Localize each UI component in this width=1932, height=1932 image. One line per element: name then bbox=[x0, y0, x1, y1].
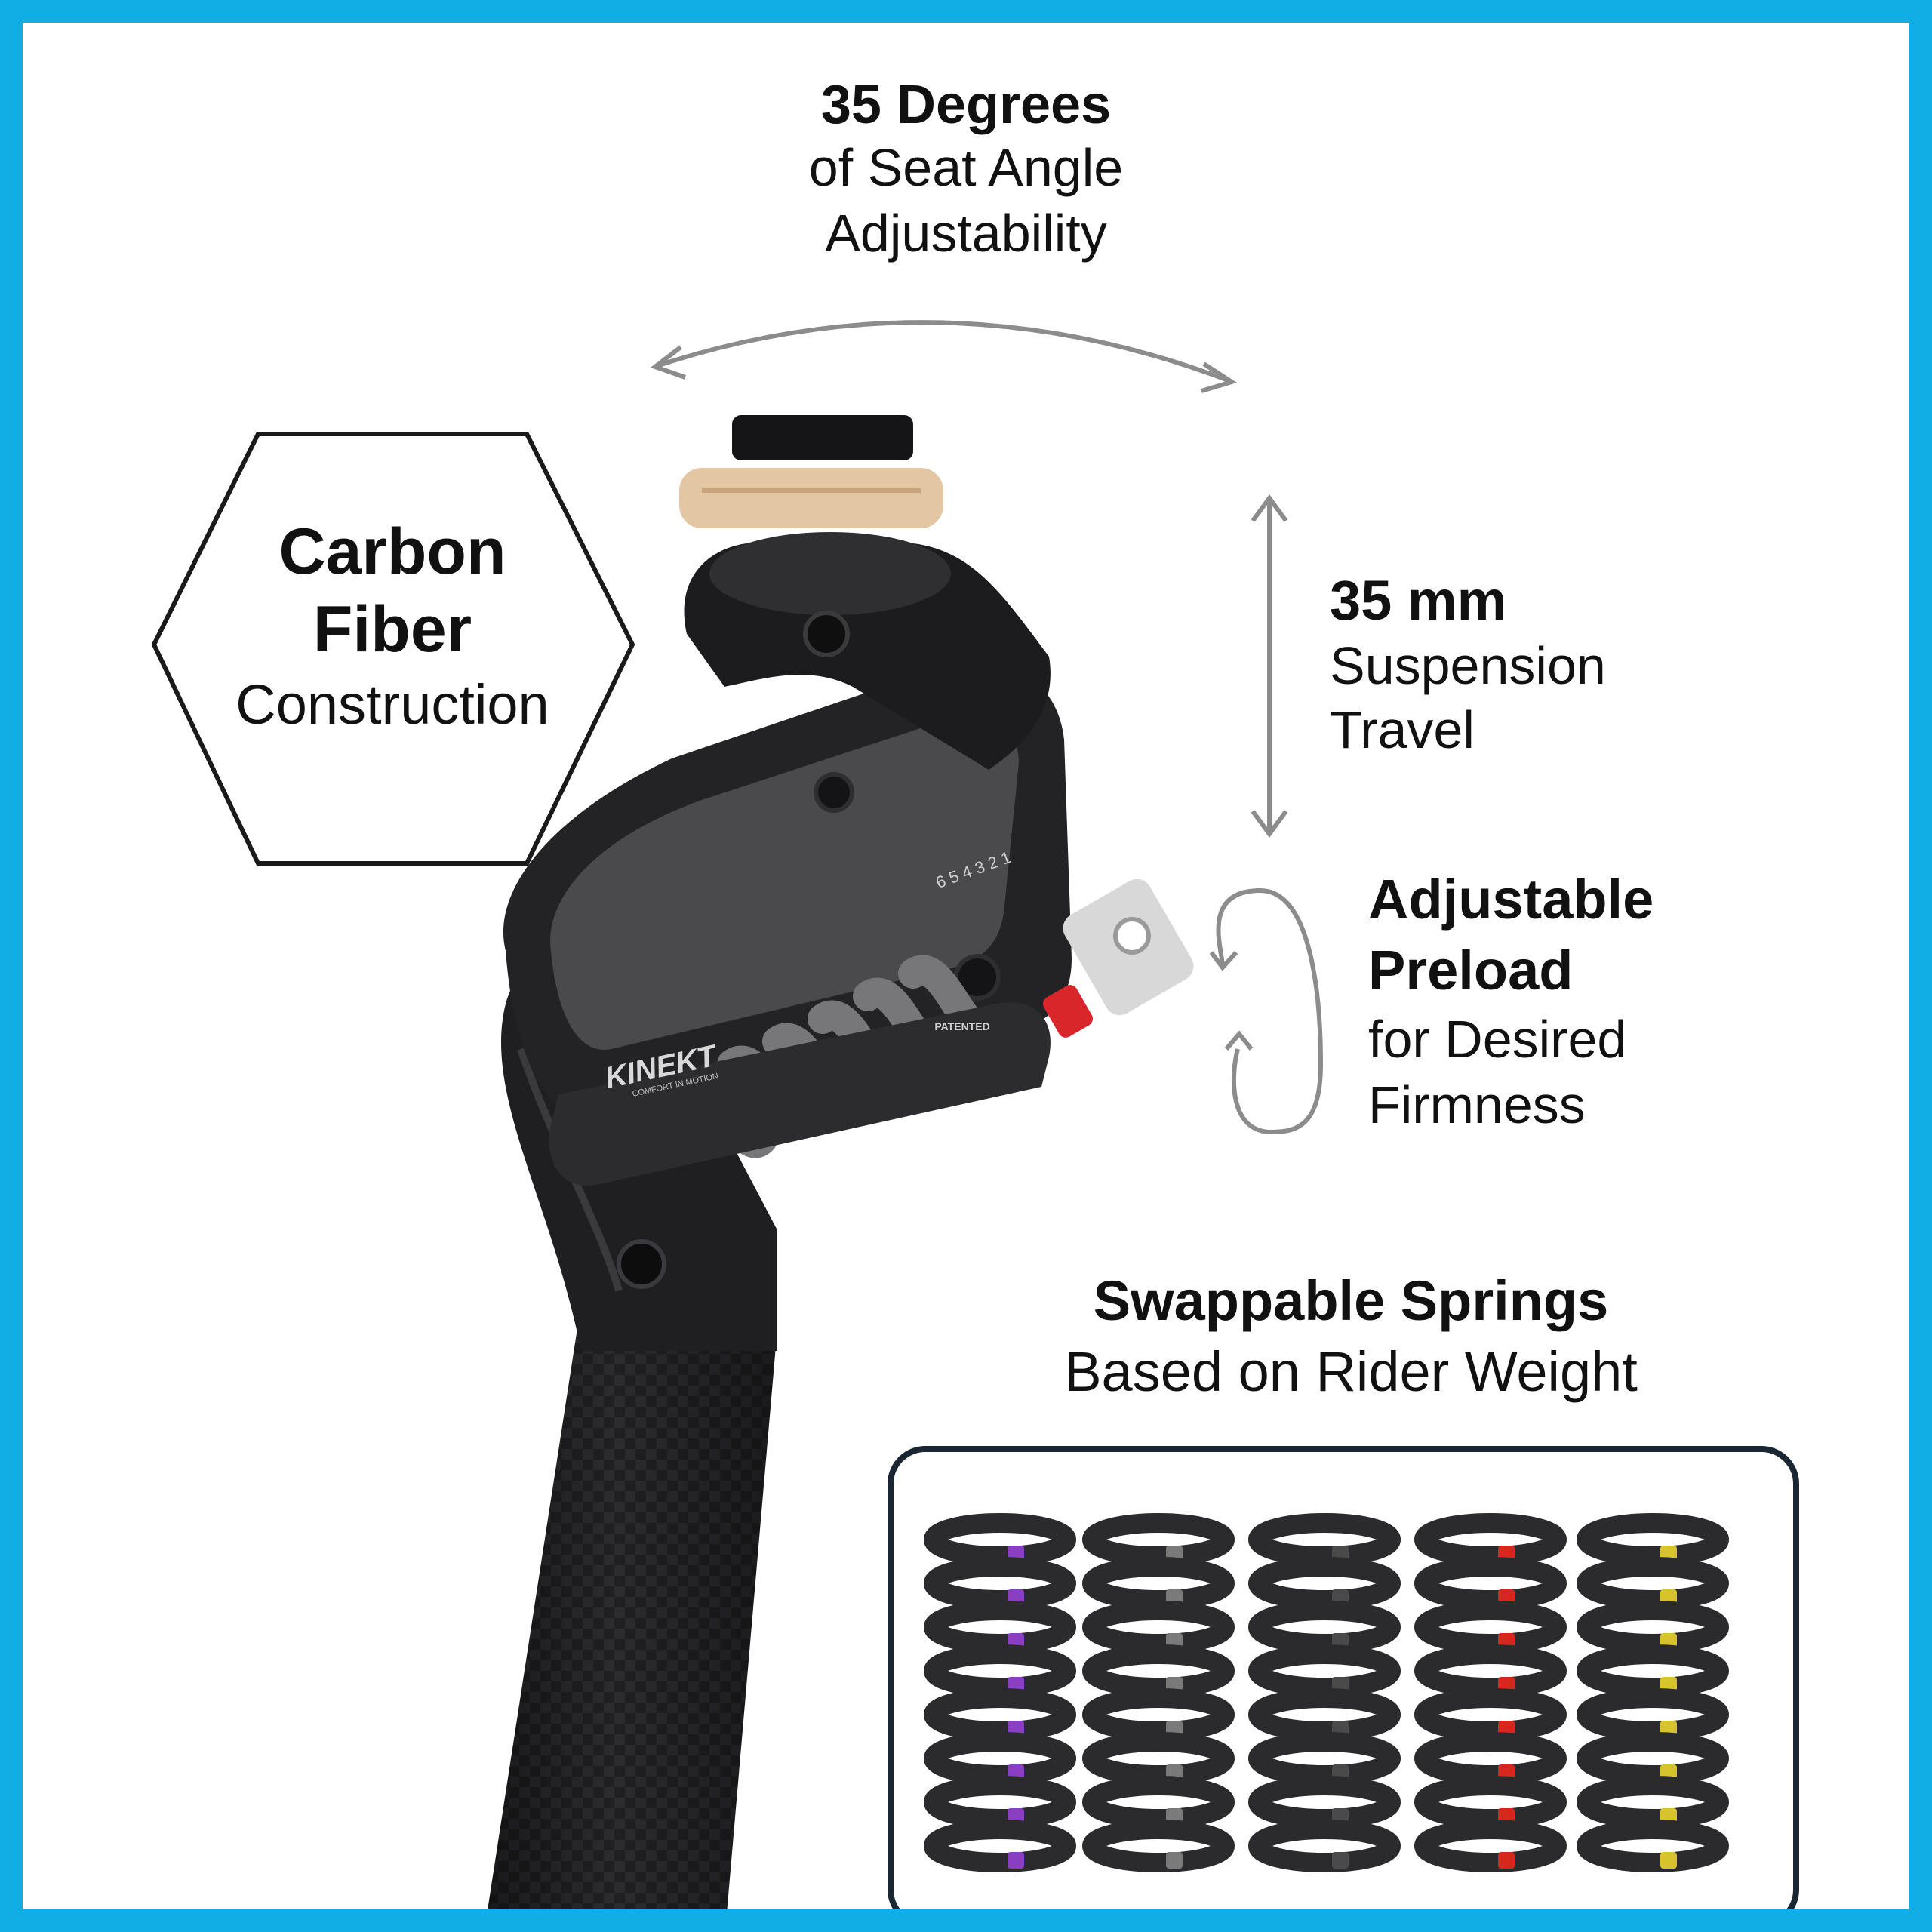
carbon-seatpost-tube bbox=[488, 1328, 777, 1909]
spring-coil bbox=[1577, 1557, 1729, 1610]
spring-coil bbox=[1248, 1557, 1401, 1610]
spring-color-mark bbox=[1166, 1852, 1183, 1869]
spring-coil bbox=[1082, 1776, 1235, 1829]
spring-coil bbox=[924, 1601, 1076, 1654]
spring-coil bbox=[924, 1688, 1076, 1741]
spring-coil bbox=[1248, 1776, 1401, 1829]
arm-bolt-icon bbox=[814, 772, 854, 813]
spring-coil bbox=[1248, 1688, 1401, 1741]
saddle-clamp-top bbox=[732, 415, 913, 460]
spring-cover bbox=[549, 1002, 1051, 1186]
spring-coil bbox=[1577, 1776, 1729, 1829]
spring-coil bbox=[1248, 1644, 1401, 1697]
spring-4 bbox=[1414, 1513, 1567, 1872]
preload-line-4: Firmness bbox=[1368, 1075, 1586, 1134]
spring-coil bbox=[1414, 1557, 1567, 1610]
spring-coil bbox=[1577, 1688, 1729, 1741]
circular-rotate-arrow-icon bbox=[1209, 888, 1324, 1135]
springs-subtitle: Based on Rider Weight bbox=[1064, 1340, 1638, 1403]
spring-set bbox=[924, 1513, 1729, 1872]
spring-coil bbox=[924, 1513, 1076, 1566]
spring-coil bbox=[1414, 1732, 1567, 1785]
spring-coil bbox=[1577, 1513, 1729, 1566]
preload-collar bbox=[1043, 985, 1093, 1038]
preload-line-2: Preload bbox=[1368, 939, 1574, 1001]
travel-line-1: Suspension bbox=[1330, 636, 1606, 695]
spring-coil bbox=[1577, 1820, 1729, 1872]
spring-coil bbox=[1082, 1513, 1235, 1566]
spring-coil bbox=[924, 1557, 1076, 1610]
spring-coil bbox=[1414, 1601, 1567, 1654]
travel-line-2: Travel bbox=[1330, 700, 1475, 759]
spring-coil bbox=[1082, 1820, 1235, 1872]
spring-coil bbox=[1577, 1601, 1729, 1654]
patent-label: PATENTED bbox=[934, 1020, 990, 1032]
spring-coil bbox=[1248, 1732, 1401, 1785]
spring-coil bbox=[1082, 1557, 1235, 1610]
spring-5 bbox=[1577, 1513, 1729, 1872]
spring-color-mark bbox=[1660, 1852, 1677, 1869]
spring-coil bbox=[1414, 1688, 1567, 1741]
spring-coil bbox=[924, 1820, 1076, 1872]
spring-2 bbox=[1082, 1513, 1235, 1872]
angle-line-1: of Seat Angle bbox=[808, 138, 1124, 197]
angle-title: 35 Degrees bbox=[820, 75, 1112, 135]
spring-coil bbox=[924, 1644, 1076, 1697]
hexagon-outline bbox=[151, 432, 635, 866]
spring-color-mark bbox=[1008, 1852, 1024, 1869]
spring-coil bbox=[1082, 1601, 1235, 1654]
spring-coil bbox=[924, 1732, 1076, 1785]
spring-coil bbox=[1414, 1776, 1567, 1829]
saddle-rail-wood bbox=[679, 468, 943, 528]
spring-coil bbox=[1082, 1688, 1235, 1741]
spring-coil bbox=[1577, 1644, 1729, 1697]
spring-coil bbox=[1414, 1513, 1567, 1566]
vertical-double-arrow-icon bbox=[1251, 494, 1288, 838]
clamp-bolt-icon bbox=[803, 611, 850, 657]
angle-line-2: Adjustability bbox=[825, 204, 1107, 263]
spring-coil bbox=[924, 1776, 1076, 1829]
spring-3 bbox=[1248, 1513, 1401, 1872]
spring-color-mark bbox=[1332, 1852, 1349, 1869]
spring-coil bbox=[1414, 1820, 1567, 1872]
curved-double-arrow-icon bbox=[650, 320, 1238, 393]
spring-coil bbox=[1082, 1732, 1235, 1785]
pivot-bolt-icon bbox=[617, 1239, 666, 1289]
material-line-2: Fiber bbox=[312, 593, 472, 666]
spring-coil bbox=[1577, 1732, 1729, 1785]
travel-title: 35 mm bbox=[1330, 569, 1507, 632]
material-line-1: Carbon bbox=[278, 515, 506, 588]
spring-1 bbox=[924, 1513, 1076, 1872]
material-line-3: Construction bbox=[235, 673, 549, 736]
spring-color-mark bbox=[1498, 1852, 1515, 1869]
preload-line-3: for Desired bbox=[1368, 1010, 1627, 1069]
preload-line-1: Adjustable bbox=[1368, 868, 1654, 931]
spring-coil bbox=[1248, 1820, 1401, 1872]
spring-coil bbox=[1248, 1513, 1401, 1566]
spring-coil bbox=[1082, 1644, 1235, 1697]
spring-coil bbox=[1248, 1601, 1401, 1654]
springs-title: Swappable Springs bbox=[1093, 1269, 1609, 1332]
spring-coil bbox=[1414, 1644, 1567, 1697]
